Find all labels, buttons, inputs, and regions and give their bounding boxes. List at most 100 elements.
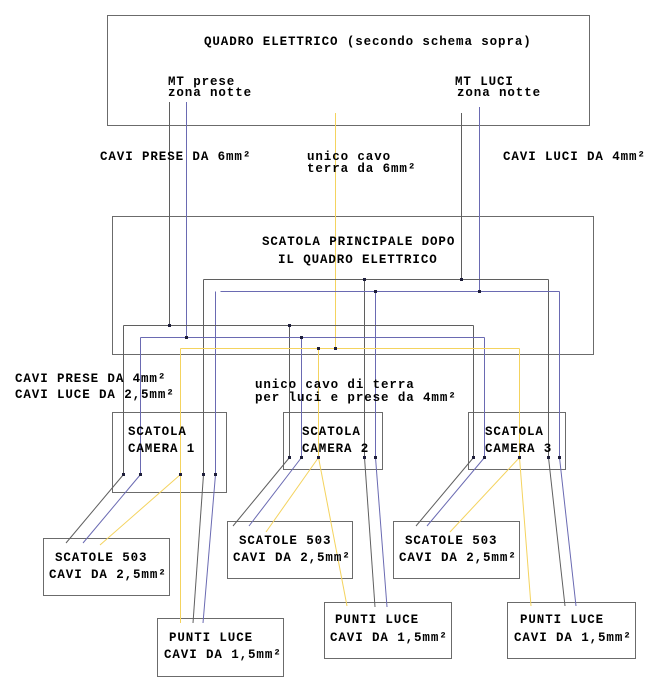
luci-neutral-bus bbox=[215, 291, 560, 475]
camera-2-socket-box bbox=[227, 521, 353, 579]
prese-phase-bus bbox=[123, 325, 474, 475]
junction-dot bbox=[139, 473, 142, 476]
junction-dot bbox=[317, 456, 320, 459]
quadro-elettrico-box bbox=[107, 15, 590, 126]
camera-3-lights-earth-wire bbox=[519, 457, 532, 607]
junction-dot bbox=[168, 324, 171, 327]
luci-feed-cable-label: CAVI LUCI DA 4mm² bbox=[503, 150, 646, 164]
camera-2-lights-label-line-1: PUNTI LUCE bbox=[335, 613, 419, 627]
camera-3-lights-label-line-2: CAVI DA 1,5mm² bbox=[514, 631, 632, 645]
camera-2-socket-earth-wire bbox=[265, 457, 319, 533]
camera-2-lights-label-line-2: CAVI DA 1,5mm² bbox=[330, 631, 448, 645]
camera-1-lights-neutral-wire bbox=[202, 474, 216, 624]
junction-dot bbox=[288, 324, 291, 327]
camera-3-socket-phase-wire bbox=[415, 457, 474, 527]
branch-luce-cable-label: CAVI LUCE DA 2,5mm² bbox=[15, 388, 175, 402]
camera-3-lights-phase-wire bbox=[548, 457, 566, 607]
camera-2-socket-label-line-1: SCATOLE 503 bbox=[239, 534, 331, 548]
camera-1-lights-box bbox=[157, 618, 284, 677]
boxes bbox=[43, 15, 636, 677]
earth-branch-label-line-1: unico cavo di terra bbox=[255, 378, 415, 392]
camera-1-socket-label-line-1: SCATOLE 503 bbox=[55, 551, 147, 565]
camera-3-socket-label-line-2: CAVI DA 2,5mm² bbox=[399, 551, 517, 565]
junction-dot bbox=[334, 347, 337, 350]
mt-prese-label: MT prese bbox=[168, 75, 235, 89]
camera-1-socket-box bbox=[43, 538, 170, 596]
camera-1-lights-label-line-2: CAVI DA 1,5mm² bbox=[164, 648, 282, 662]
camera-3-socket-neutral-wire bbox=[426, 457, 485, 527]
camera-1-lights-label-line-1: PUNTI LUCE bbox=[169, 631, 253, 645]
camera-3-junction-box bbox=[468, 412, 566, 470]
earth-feed-cable-label-line-1: unico cavo bbox=[307, 150, 391, 164]
junction-dot bbox=[202, 473, 205, 476]
camera-3-lights-label-line-1: PUNTI LUCE bbox=[520, 613, 604, 627]
camera-2-box-label-line-2: CAMERA 2 bbox=[302, 442, 369, 456]
junction-dot bbox=[179, 473, 182, 476]
junction-dot bbox=[300, 456, 303, 459]
camera-2-branches bbox=[232, 457, 388, 608]
camera-2-box-label-line-1: SCATOLA bbox=[302, 425, 361, 439]
junction-dot bbox=[363, 278, 366, 281]
junction-dot bbox=[478, 290, 481, 293]
feeder-wires bbox=[169, 102, 480, 349]
junction-dot bbox=[483, 456, 486, 459]
camera-3-branches bbox=[415, 457, 577, 607]
junction-dot bbox=[374, 456, 377, 459]
junction-dot bbox=[460, 278, 463, 281]
mt-prese-zone-label: zona notte bbox=[168, 86, 252, 100]
junction-dot bbox=[547, 456, 550, 459]
junction-dot bbox=[317, 347, 320, 350]
camera-1-lights-phase-wire bbox=[192, 474, 204, 624]
camera-3-lights-neutral-wire bbox=[559, 457, 577, 607]
camera-2-socket-label-line-2: CAVI DA 2,5mm² bbox=[233, 551, 351, 565]
camera-1-junction-box bbox=[112, 412, 227, 493]
camera-3-lights-box bbox=[507, 602, 636, 659]
earth-bus bbox=[180, 348, 520, 623]
main-box-title-line-1: SCATOLA PRINCIPALE DOPO bbox=[262, 235, 455, 249]
labels: QUADRO ELETTRICO (secondo schema sopra) … bbox=[15, 35, 646, 662]
main-junction-box bbox=[112, 216, 594, 355]
junction-dot bbox=[214, 473, 217, 476]
camera-1-box-label-line-2: CAMERA 1 bbox=[128, 442, 195, 456]
mt-luci-label: MT LUCI bbox=[455, 75, 514, 89]
junction-dot bbox=[374, 290, 377, 293]
junction-dot bbox=[122, 473, 125, 476]
camera-2-junction-box bbox=[283, 412, 383, 470]
earth-feed-cable-label-line-2: terra da 6mm² bbox=[307, 162, 416, 176]
prese-neutral-bus bbox=[140, 337, 485, 475]
junction-dot bbox=[472, 456, 475, 459]
luci-phase-bus bbox=[203, 279, 549, 475]
camera-2-lights-earth-wire bbox=[318, 457, 348, 607]
camera-1-socket-neutral-wire bbox=[82, 474, 141, 544]
camera-2-lights-neutral-wire bbox=[375, 457, 388, 608]
camera-3-box-label-line-1: SCATOLA bbox=[485, 425, 544, 439]
junction-dot bbox=[185, 336, 188, 339]
junction-dot bbox=[300, 336, 303, 339]
camera-3-socket-earth-wire bbox=[449, 457, 520, 533]
quadro-title: QUADRO ELETTRICO (secondo schema sopra) bbox=[204, 35, 532, 49]
prese-feed-cable-label: CAVI PRESE DA 6mm² bbox=[100, 150, 251, 164]
camera-2-lights-box bbox=[324, 602, 452, 659]
camera-1-box-label-line-1: SCATOLA bbox=[128, 425, 187, 439]
junction-dot bbox=[288, 456, 291, 459]
camera-1-socket-label-line-2: CAVI DA 2,5mm² bbox=[49, 568, 167, 582]
camera-3-socket-box bbox=[393, 521, 520, 579]
camera-1-socket-earth-wire bbox=[99, 474, 181, 546]
camera-2-socket-phase-wire bbox=[232, 457, 290, 527]
main-box-title-line-2: IL QUADRO ELETTRICO bbox=[278, 253, 438, 267]
junction-dots bbox=[122, 278, 561, 476]
camera-2-socket-neutral-wire bbox=[248, 457, 302, 527]
junction-dot bbox=[518, 456, 521, 459]
camera-1-socket-phase-wire bbox=[65, 474, 124, 544]
earth-branch-label-line-2: per luci e prese da 4mm² bbox=[255, 391, 457, 405]
camera-3-socket-label-line-1: SCATOLE 503 bbox=[405, 534, 497, 548]
junction-dot bbox=[558, 456, 561, 459]
camera-3-box-label-line-2: CAMERA 3 bbox=[485, 442, 552, 456]
camera-1-branches bbox=[65, 474, 216, 624]
junction-dot bbox=[363, 456, 366, 459]
camera-2-lights-phase-wire bbox=[364, 457, 376, 608]
mt-luci-zone-label: zona notte bbox=[457, 86, 541, 100]
branch-prese-cable-label: CAVI PRESE DA 4mm² bbox=[15, 372, 166, 386]
